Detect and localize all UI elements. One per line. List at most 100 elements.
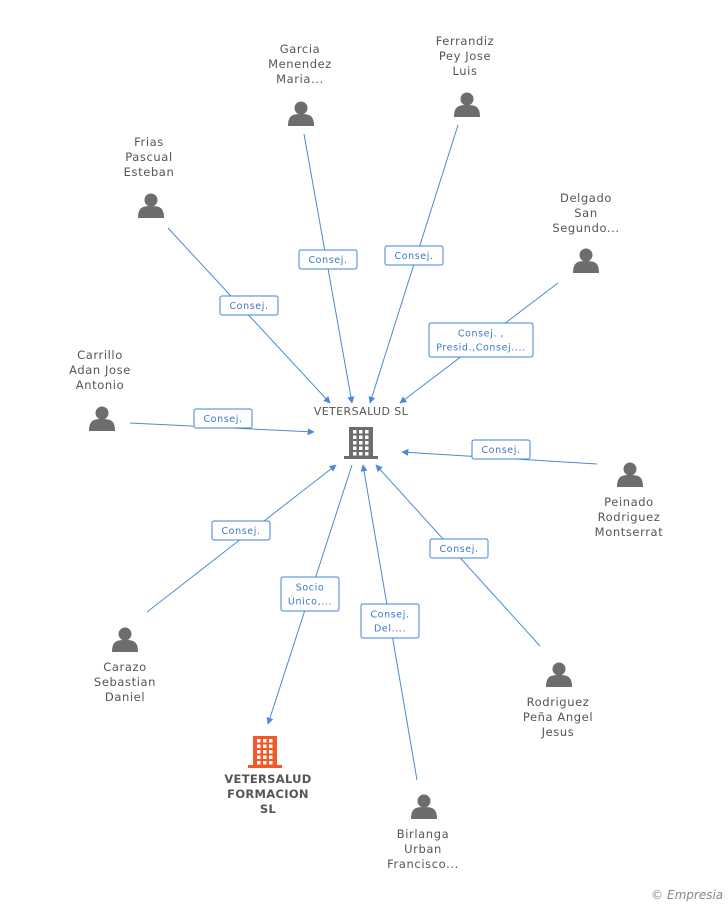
label-line: Carazo bbox=[103, 660, 147, 674]
building-window bbox=[263, 744, 267, 748]
building-window bbox=[269, 761, 273, 765]
role-label-box bbox=[471, 439, 531, 460]
label-line: Pascual bbox=[125, 150, 173, 164]
label-line: Garcia bbox=[280, 42, 321, 56]
building-window bbox=[359, 430, 363, 434]
label-line: Menendez bbox=[268, 57, 332, 71]
building-window bbox=[257, 744, 261, 748]
person-body bbox=[411, 807, 437, 819]
person-body bbox=[546, 675, 572, 687]
building-window bbox=[257, 761, 261, 765]
label-line: Jesus bbox=[541, 725, 575, 739]
person-head bbox=[552, 662, 566, 676]
label-line: Único,... bbox=[288, 596, 332, 608]
person-rodriguez[interactable] bbox=[546, 662, 572, 688]
person-body bbox=[89, 419, 115, 431]
label-line: Pey Jose bbox=[439, 49, 491, 63]
building-window bbox=[257, 755, 261, 759]
role-label-box bbox=[298, 249, 358, 270]
center-company-name: VETERSALUD SL bbox=[314, 405, 409, 418]
person-frias[interactable] bbox=[138, 193, 164, 219]
person-head bbox=[579, 248, 593, 262]
person-head bbox=[118, 627, 132, 641]
building-window bbox=[353, 446, 357, 450]
role-label-peinado[interactable]: Consej. bbox=[471, 439, 531, 460]
label-line: Peinado bbox=[604, 495, 654, 509]
person-body bbox=[138, 206, 164, 218]
label-line: Sebastian bbox=[94, 675, 156, 689]
building-window bbox=[263, 755, 267, 759]
building-window bbox=[365, 446, 369, 450]
person-name-birlanga: BirlangaUrbanFrancisco... bbox=[387, 827, 459, 871]
label-line: Adan Jose bbox=[69, 363, 131, 377]
label-line: Antonio bbox=[76, 378, 124, 392]
person-head bbox=[623, 462, 637, 476]
building-window bbox=[365, 435, 369, 439]
role-label-box bbox=[360, 603, 420, 639]
person-head bbox=[460, 92, 474, 106]
label-line: Consej. bbox=[439, 544, 478, 555]
label-line: Del.... bbox=[374, 624, 406, 635]
person-body bbox=[573, 261, 599, 273]
company-center[interactable] bbox=[344, 427, 378, 459]
person-body bbox=[454, 105, 480, 117]
building-window bbox=[365, 441, 369, 445]
label-line: Frias bbox=[134, 135, 164, 149]
role-label-rodriguez[interactable]: Consej. bbox=[429, 538, 489, 559]
role-label-subsidiary[interactable]: SocioÚnico,... bbox=[280, 576, 340, 612]
person-body bbox=[112, 640, 138, 652]
label-line: Presid.,Consej.... bbox=[436, 343, 526, 354]
building-window bbox=[359, 452, 363, 456]
label-line: Rodriguez bbox=[527, 695, 590, 709]
building-window bbox=[365, 452, 369, 456]
role-label-delgado[interactable]: Consej. , Presid.,Consej.... bbox=[428, 322, 534, 358]
role-label-garcia[interactable]: Consej. bbox=[298, 249, 358, 270]
building-window bbox=[257, 750, 261, 754]
building-window bbox=[257, 739, 261, 743]
label-line: Francisco... bbox=[387, 857, 459, 871]
person-carrillo[interactable] bbox=[89, 406, 115, 432]
person-carazo[interactable] bbox=[112, 627, 138, 653]
label-line: San bbox=[574, 206, 597, 220]
person-name-garcia: GarciaMenendezMaria... bbox=[268, 42, 332, 86]
label-line: Maria... bbox=[276, 72, 324, 86]
role-label-box bbox=[193, 408, 253, 429]
building-window bbox=[269, 744, 273, 748]
watermark-brand: Empresia bbox=[667, 888, 723, 902]
label-line: Montserrat bbox=[595, 525, 664, 539]
edge-labels-layer: Consej. Consej. Consej. Consej. , Presid.,Co… bbox=[193, 245, 534, 639]
building-window bbox=[353, 452, 357, 456]
role-label-birlanga[interactable]: Consej. Del.... bbox=[360, 603, 420, 639]
role-label-ferrandiz[interactable]: Consej. bbox=[384, 245, 444, 266]
label-line: VETERSALUD bbox=[224, 772, 311, 786]
role-label-box bbox=[280, 576, 340, 612]
label-line: Consej. bbox=[394, 251, 433, 262]
person-ferrandiz[interactable] bbox=[454, 92, 480, 118]
label-line: Consej. bbox=[370, 610, 409, 621]
label-line: Birlanga bbox=[397, 827, 450, 841]
person-peinado[interactable] bbox=[617, 462, 643, 488]
company-subsidiary[interactable] bbox=[248, 736, 282, 768]
role-label-carrillo[interactable]: Consej. bbox=[193, 408, 253, 429]
building-base bbox=[344, 456, 378, 459]
person-delgado[interactable] bbox=[573, 248, 599, 274]
building-window bbox=[263, 750, 267, 754]
label-line: Luis bbox=[452, 64, 477, 78]
role-label-carazo[interactable]: Consej. bbox=[211, 520, 271, 541]
label-line: Socio bbox=[296, 583, 325, 594]
person-birlanga[interactable] bbox=[411, 794, 437, 820]
building-window bbox=[269, 755, 273, 759]
role-label-box bbox=[211, 520, 271, 541]
building-window bbox=[353, 430, 357, 434]
label-line: Consej. bbox=[221, 526, 260, 537]
label-line: Consej. bbox=[308, 255, 347, 266]
role-label-frias[interactable]: Consej. bbox=[219, 295, 279, 316]
person-garcia[interactable] bbox=[288, 101, 314, 127]
label-line: Consej. , bbox=[458, 329, 504, 340]
